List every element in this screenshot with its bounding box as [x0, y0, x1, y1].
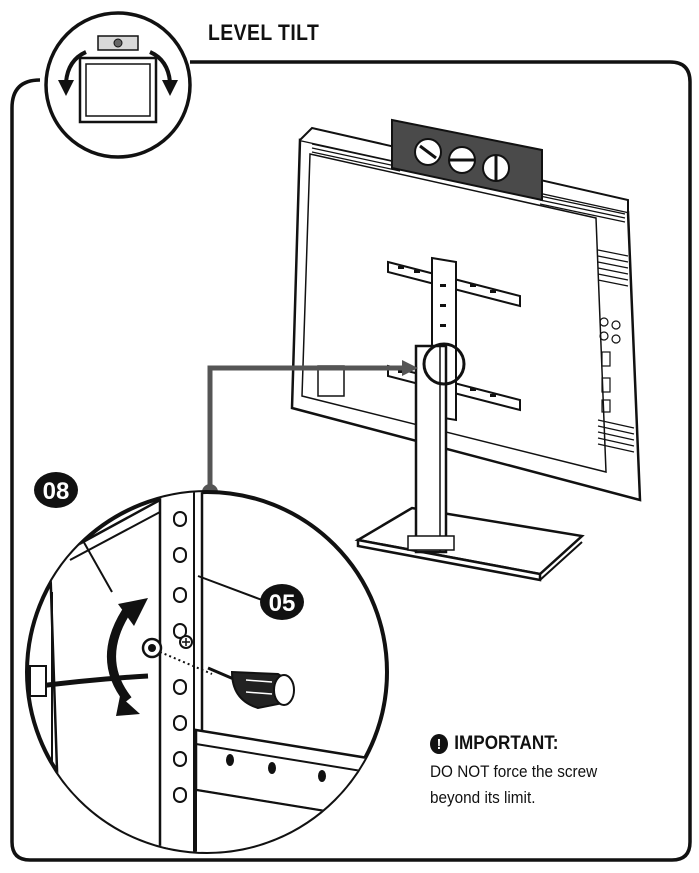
part-badge-08: 08: [34, 472, 78, 508]
diagram-frame: [10, 60, 692, 862]
important-text: DO NOT force the screw beyond its limit.: [430, 759, 673, 811]
monitor-handle: [391, 118, 543, 202]
monitor-back: [290, 126, 642, 502]
stand: [354, 344, 585, 582]
detail-view: [25, 490, 389, 854]
important-callout: ! IMPORTANT: DO NOT force the screw beyo…: [430, 733, 680, 811]
monitor-icon: [78, 56, 158, 124]
warning-icon: !: [430, 734, 448, 754]
level-tilt-icon: [44, 11, 192, 159]
part-label-08: 08: [43, 478, 70, 505]
important-line-2: beyond its limit.: [430, 788, 536, 807]
important-line-1: DO NOT force the screw: [430, 762, 598, 781]
rotate-arrow-icon: [107, 598, 148, 716]
part-label-05: 05: [269, 590, 296, 617]
important-heading: IMPORTANT:: [454, 733, 559, 754]
diagram-title: LEVEL TILT: [208, 20, 320, 45]
detail-highlight: [422, 342, 466, 386]
part-badge-05: 05: [260, 584, 304, 620]
screwdriver-icon: [207, 666, 295, 710]
important-heading-row: ! IMPORTANT:: [430, 733, 655, 755]
